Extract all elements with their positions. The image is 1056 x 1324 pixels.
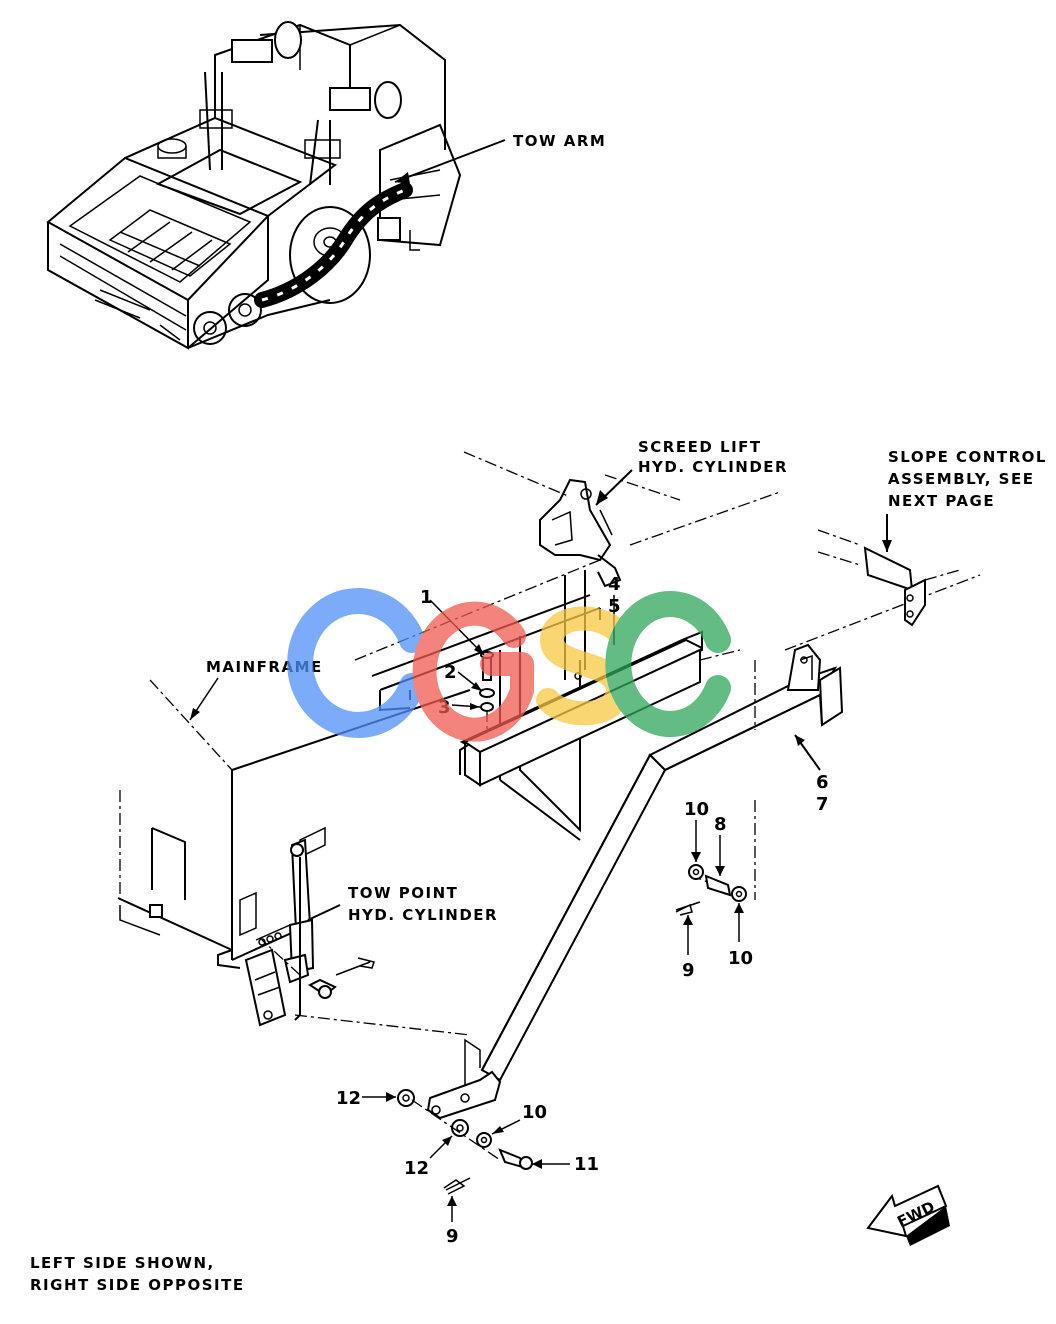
- tow-arm-label: TOW ARM: [513, 132, 606, 150]
- slope-control-label-line2: ASSEMBLY, SEE: [888, 470, 1034, 488]
- watermark-letter-c2: [605, 591, 731, 737]
- tow-point-label-line1: TOW POINT: [348, 884, 458, 902]
- screed-lift-label-line2: HYD. CYLINDER: [638, 458, 788, 476]
- callout-8: 8: [714, 814, 727, 835]
- screed-lift-label-line1: SCREED LIFT: [638, 438, 762, 456]
- callout-4: 4: [608, 574, 621, 595]
- tow-point-label-line2: HYD. CYLINDER: [348, 906, 498, 924]
- callout-9-lower: 9: [446, 1226, 459, 1247]
- callout-12-left: 12: [336, 1088, 361, 1109]
- callout-10-right: 10: [728, 948, 753, 969]
- watermark-letter-c1: [287, 588, 425, 738]
- slope-control-assembly: [817, 529, 961, 627]
- watermark-letter-s: [536, 606, 631, 726]
- fwd-arrow: FWD: [866, 1184, 950, 1246]
- callout-2: 2: [444, 662, 457, 683]
- callout-6: 6: [816, 772, 829, 793]
- hardware-lower: [397, 1089, 533, 1195]
- callout-7: 7: [816, 794, 829, 815]
- callout-5: 5: [608, 596, 621, 617]
- note-label-line1: LEFT SIDE SHOWN,: [30, 1254, 215, 1272]
- watermark-letter-g: [412, 601, 534, 742]
- callout-12-lower: 12: [404, 1158, 429, 1179]
- callout-10-lower: 10: [522, 1102, 547, 1123]
- callout-10-upper: 10: [684, 799, 709, 820]
- callout-11: 11: [574, 1154, 599, 1175]
- screed-lift-cylinder: [463, 451, 781, 588]
- callout-9-right: 9: [682, 960, 695, 981]
- callout-leaders: [189, 595, 744, 1222]
- hardware-right: [675, 864, 747, 916]
- tow-arm: [294, 574, 981, 1120]
- tow-point-cylinder: [244, 838, 375, 1027]
- cgsc-watermark-logo: [287, 588, 731, 742]
- paver-overview-illustration: [46, 21, 506, 350]
- slope-control-label-line3: NEXT PAGE: [888, 492, 995, 510]
- note-label-line2: RIGHT SIDE OPPOSITE: [30, 1276, 245, 1294]
- callout-1: 1: [420, 587, 433, 608]
- slope-control-label-line1: SLOPE CONTROL: [888, 448, 1047, 466]
